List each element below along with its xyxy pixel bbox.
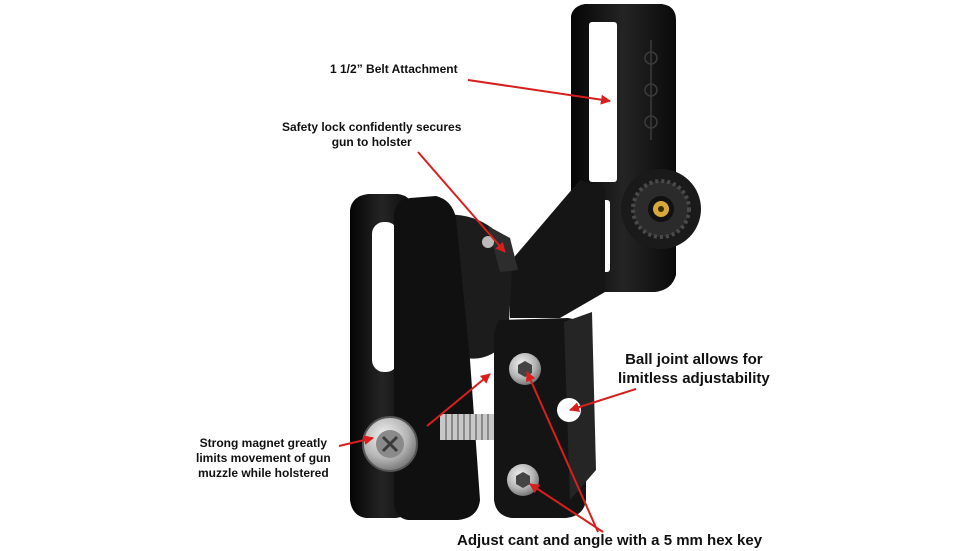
angled-arm [510,180,605,318]
callout-ball-joint-line-2: limitless adjustability [618,369,770,387]
magnet-screw [362,416,418,472]
callout-belt-attachment: 1 1/2” Belt Attachment [330,62,458,76]
callout-magnet: Strong magnet greatly limits movement of… [196,436,331,481]
arrow-magnet [338,435,374,447]
logo-mark [644,40,658,140]
arrow-safety-lock [417,151,506,253]
callout-adjust: Adjust cant and angle with a 5 mm hex ke… [457,532,763,549]
arrow-ball-joint [569,388,637,413]
callout-ball-joint-line-1: Ball joint allows for [625,351,763,368]
holster-slot [372,222,398,372]
arrow-belt-attachment [467,79,611,105]
arrow-adjust-upper [526,371,599,533]
callout-magnet-line-1: Strong magnet greatly [199,436,328,450]
callout-magnet-line-2: limits movement of gun [196,451,331,465]
arrow-magnet-secondary [426,373,491,427]
callout-ball-joint: Ball joint allows for limitless adjustab… [618,351,770,389]
threaded-bolt [440,414,494,440]
callout-safety-lock-line-2: gun to holster [331,135,412,149]
ball-joint-opening [557,398,581,422]
callout-magnet-line-3: muzzle while holstered [197,466,329,480]
callout-safety-lock: Safety lock confidently secures gun to h… [282,120,461,150]
callout-arrows [338,79,637,533]
callout-safety-lock-line-1: Safety lock confidently secures [282,120,462,134]
belt-slot-upper [589,22,617,182]
mounting-wheel [621,169,701,249]
arrow-adjust-lower [529,483,604,533]
